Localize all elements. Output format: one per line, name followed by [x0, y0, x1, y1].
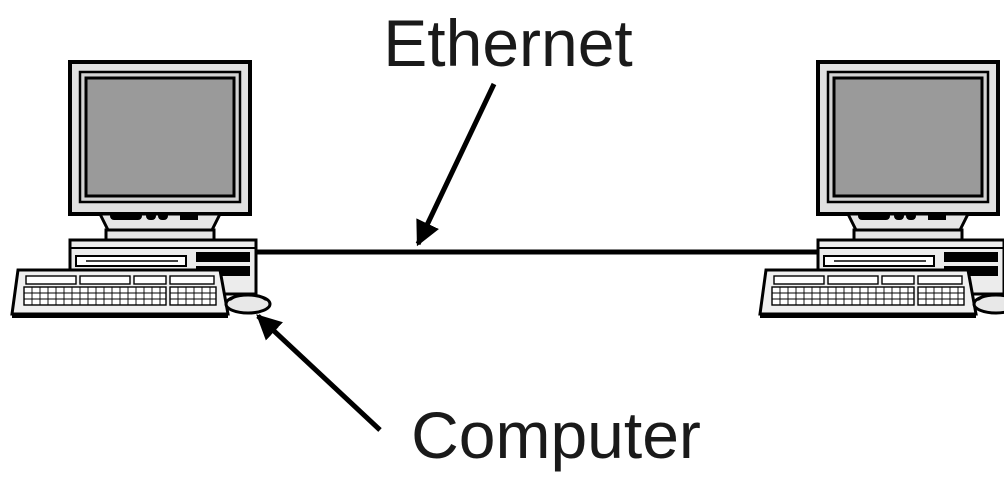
ethernet-arrow	[415, 82, 497, 247]
ethernet-label: Ethernet	[383, 6, 633, 80]
computer-label: Computer	[411, 398, 701, 472]
computer-arrow	[256, 314, 382, 432]
right-computer-icon	[758, 60, 1004, 320]
left-computer-icon	[10, 60, 272, 320]
